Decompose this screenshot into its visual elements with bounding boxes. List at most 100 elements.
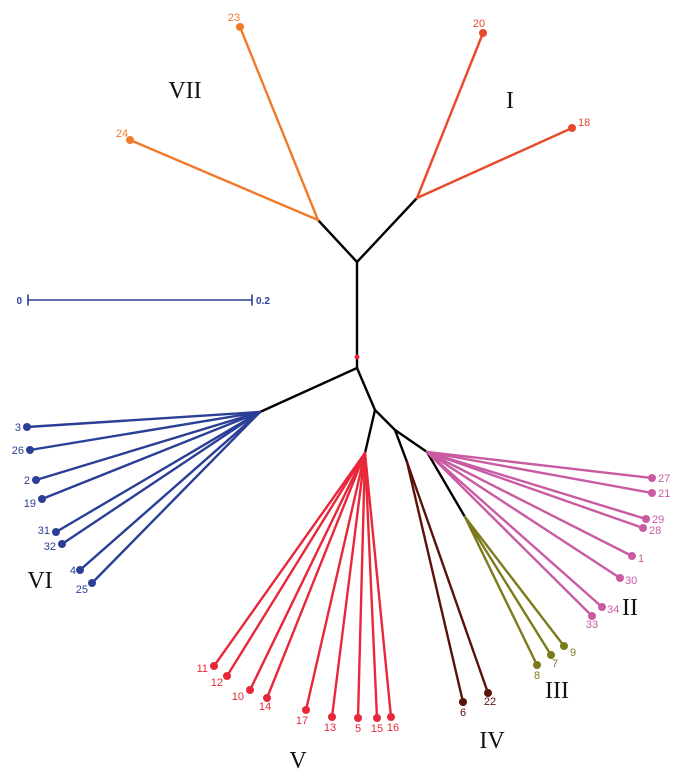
branch-9 xyxy=(463,515,566,648)
leaf-node-21 xyxy=(648,489,656,497)
leaf-node-20 xyxy=(479,29,487,37)
leaf-node-33 xyxy=(588,612,596,620)
branch-33 xyxy=(425,450,594,618)
cluster-label-I: I xyxy=(506,88,514,114)
root-marker xyxy=(354,354,360,360)
branch-22 xyxy=(405,460,490,695)
cluster-label-IV: IV xyxy=(479,728,505,754)
leaf-label-4: 4 xyxy=(70,565,76,577)
leaf-node-7 xyxy=(547,651,555,659)
leaf-label-7: 7 xyxy=(552,658,558,670)
leaf-node-23 xyxy=(236,23,244,31)
leaf-node-32 xyxy=(58,540,66,548)
backbone-branch xyxy=(258,366,359,414)
branch-16 xyxy=(363,451,393,719)
branch-31 xyxy=(54,410,262,534)
leaf-label-13: 13 xyxy=(324,722,336,734)
leaf-label-29: 29 xyxy=(652,514,664,526)
cluster-label-VI: VI xyxy=(27,568,52,594)
branch-19 xyxy=(40,410,262,501)
branch-18 xyxy=(415,126,574,200)
leaf-label-30: 30 xyxy=(625,575,637,587)
leaf-label-8: 8 xyxy=(534,670,540,682)
leaf-node-22 xyxy=(484,689,492,697)
branch-5 xyxy=(356,451,367,720)
leaf-label-21: 21 xyxy=(658,488,670,500)
branch-27 xyxy=(425,450,654,480)
leaf-node-14 xyxy=(263,694,271,702)
backbone-branch xyxy=(393,428,429,454)
leaf-label-33: 33 xyxy=(586,619,598,631)
branch-17 xyxy=(304,451,367,712)
leaf-node-28 xyxy=(639,524,647,532)
branch-1 xyxy=(425,450,634,558)
backbone-branch xyxy=(393,428,409,464)
leaf-label-25: 25 xyxy=(76,584,88,596)
leaf-label-22: 22 xyxy=(484,696,496,708)
leaf-label-31: 31 xyxy=(38,525,50,537)
leaf-node-6 xyxy=(459,698,467,706)
leaf-node-4 xyxy=(76,566,84,574)
leaf-node-18 xyxy=(568,124,576,132)
leaf-node-13 xyxy=(328,713,336,721)
backbone-branch xyxy=(355,366,377,412)
branch-2 xyxy=(34,410,262,482)
branch-24 xyxy=(128,138,320,222)
branch-23 xyxy=(238,25,320,222)
leaf-node-25 xyxy=(88,579,96,587)
backbone-branch xyxy=(355,196,419,264)
scale-bar-end-label: 0.2 xyxy=(256,296,270,307)
leaf-label-14: 14 xyxy=(259,701,271,713)
branch-12 xyxy=(225,451,367,678)
branch-3 xyxy=(25,410,262,429)
leaf-label-19: 19 xyxy=(24,498,36,510)
leaf-label-24: 24 xyxy=(116,128,128,140)
leaf-label-28: 28 xyxy=(649,525,661,537)
branch-4 xyxy=(78,410,262,572)
leaf-node-26 xyxy=(26,446,34,454)
branch-7 xyxy=(463,515,553,657)
leaf-label-23: 23 xyxy=(228,12,240,24)
leaf-label-6: 6 xyxy=(460,707,466,719)
branch-15 xyxy=(363,451,379,720)
backbone-branch xyxy=(425,450,467,519)
branch-20 xyxy=(415,31,485,200)
branch-13 xyxy=(330,451,367,719)
leaf-label-3: 3 xyxy=(15,422,21,434)
leaf-node-19 xyxy=(38,495,46,503)
branch-14 xyxy=(265,451,367,700)
leaf-node-8 xyxy=(533,661,541,669)
scale-bar-start-label: 0 xyxy=(16,296,22,307)
branch-34 xyxy=(425,450,604,609)
leaf-label-1: 1 xyxy=(638,553,644,565)
cluster-label-V: V xyxy=(289,748,307,772)
cluster-label-VII: VII xyxy=(168,78,201,104)
leaf-label-11: 11 xyxy=(197,663,208,675)
leaf-node-12 xyxy=(223,672,231,680)
leaf-label-10: 10 xyxy=(232,691,244,703)
cluster-label-III: III xyxy=(545,678,569,704)
leaf-label-16: 16 xyxy=(387,722,399,734)
leaf-node-31 xyxy=(52,528,60,536)
leaf-node-2 xyxy=(32,476,40,484)
leaf-node-17 xyxy=(302,706,310,714)
leaf-label-12: 12 xyxy=(211,677,223,689)
leaf-node-1 xyxy=(628,552,636,560)
branch-29 xyxy=(425,450,648,521)
leaf-label-20: 20 xyxy=(473,18,485,30)
leaf-label-26: 26 xyxy=(12,445,24,457)
cluster-label-II: II xyxy=(622,595,638,621)
leaf-node-10 xyxy=(246,686,254,694)
leaf-node-11 xyxy=(210,662,218,670)
leaf-node-5 xyxy=(354,714,362,722)
leaf-label-34: 34 xyxy=(607,604,619,616)
branch-6 xyxy=(405,460,465,704)
leaf-label-2: 2 xyxy=(24,475,30,487)
branch-26 xyxy=(28,410,262,452)
branch-25 xyxy=(90,410,262,585)
leaf-node-9 xyxy=(560,642,568,650)
leaf-node-3 xyxy=(23,423,31,431)
branch-8 xyxy=(463,515,539,667)
